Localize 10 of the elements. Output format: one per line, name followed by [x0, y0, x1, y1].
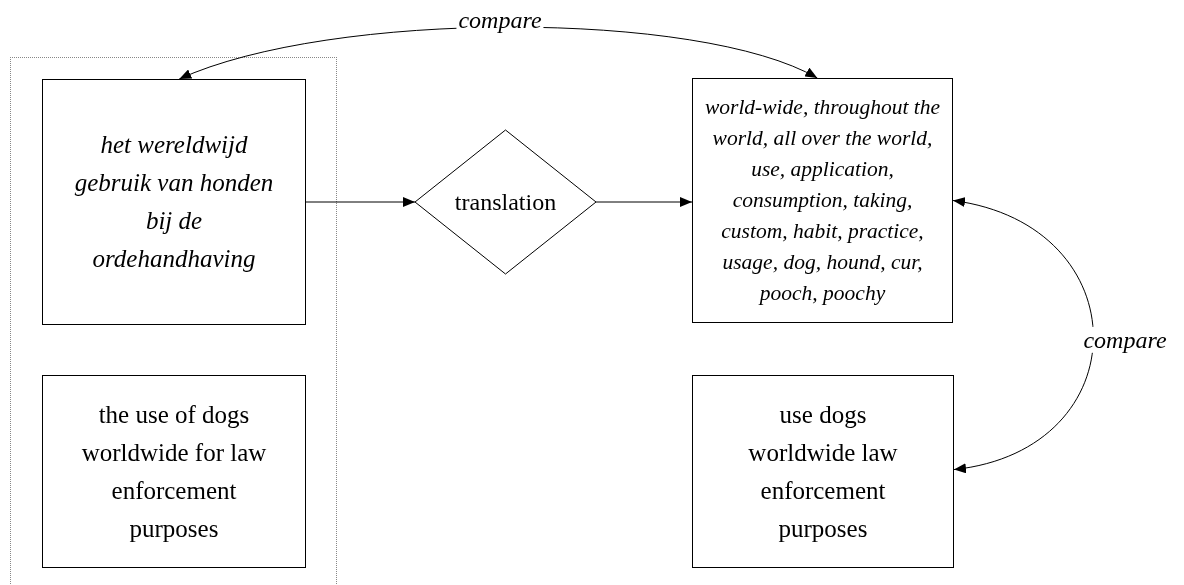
group-frame — [10, 57, 337, 585]
arrow — [952, 198, 1094, 472]
arrow — [305, 197, 416, 207]
process-box: use dogs worldwide law enforcement purposes — [692, 375, 954, 568]
decision-text: translation — [454, 188, 557, 216]
process-box: world-wide, throughout the world, all over the world, use, application, consumption, taking, custom, habit, practice, usage, dog, hound, cur, pooch, poochy — [692, 78, 953, 323]
process-box: the use of dogs worldwide for law enforcement purposes — [42, 375, 306, 568]
process-box: het wereldwijd gebruik van honden bij de ordehandhaving — [42, 79, 306, 325]
arrow — [595, 197, 693, 207]
edge-label: compare — [1081, 326, 1169, 354]
